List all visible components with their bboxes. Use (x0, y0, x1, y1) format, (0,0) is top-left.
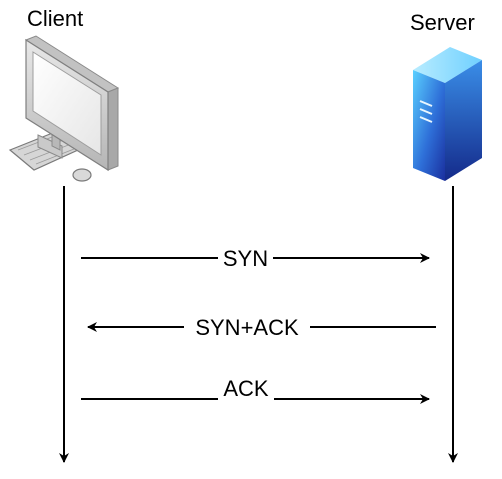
message-syn-ack: SYN+ACK (87, 314, 436, 340)
syn-label-bg (218, 245, 273, 271)
server-label: Server (410, 10, 475, 35)
client-label: Client (27, 6, 83, 31)
desktop-computer-icon (8, 35, 120, 182)
ack-label-bg (218, 375, 274, 401)
message-syn: SYN (81, 245, 430, 271)
message-ack: ACK (81, 375, 430, 404)
syn-ack-label: SYN+ACK (195, 315, 299, 340)
syn-ack-label-bg (184, 314, 310, 340)
syn-label: SYN (223, 246, 268, 271)
server-tower-icon (413, 47, 482, 181)
ack-label: ACK (223, 376, 269, 401)
